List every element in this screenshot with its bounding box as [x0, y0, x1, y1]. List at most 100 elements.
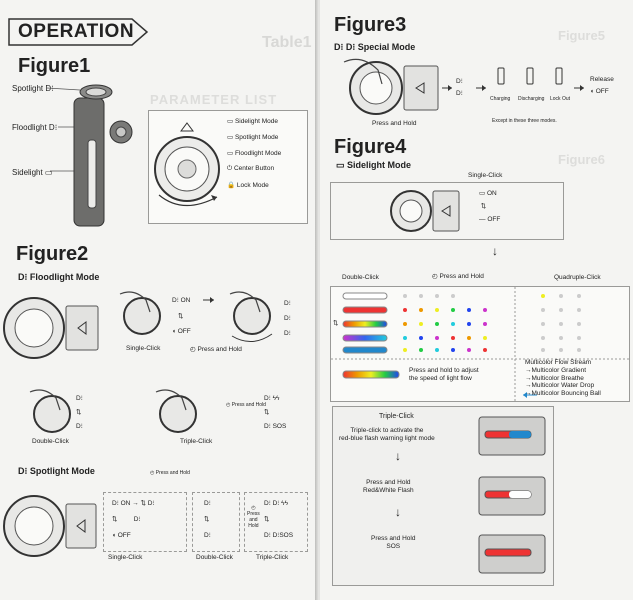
- spot-press-hold-top: ◴ Press and Hold: [150, 470, 190, 476]
- lock-icon: 🔒: [227, 182, 236, 189]
- label-floodlight-text: Floodlight: [12, 123, 47, 132]
- figure4-title: Figure4: [334, 136, 407, 158]
- spot-triple-icons: D⁝ D⁝ ϟϟ⇅D⁝ D⁝SOS: [264, 500, 294, 539]
- special-mode-heading: D⁝ D⁝ Special Mode: [334, 42, 415, 53]
- flood-on-text: ON: [180, 297, 191, 304]
- floodlight-icon: D⁝: [48, 123, 58, 132]
- flood-sos-text: SOS: [272, 423, 287, 430]
- sidelight-mode-heading: ▭ Sidelight Mode: [336, 160, 411, 171]
- legend-sidelight-text: Sidelight Mode: [234, 118, 278, 125]
- label-floodlight: Floodlight D⁝: [12, 123, 57, 132]
- sidelight-off-text: OFF: [487, 216, 501, 223]
- control-dial-illustration: [154, 122, 220, 207]
- special-note: Except in these three modes.: [492, 118, 557, 124]
- press-hold-sos-1: Press and Hold: [371, 535, 416, 542]
- sidelight-on-off: ▭ ON ⇅— OFF: [479, 190, 501, 223]
- spot-on-text: ON: [120, 500, 131, 507]
- sidelight-dial-illustration: [390, 190, 460, 232]
- triple-desc-line2: red-blue flash warning light mode: [339, 435, 435, 442]
- label-spotlight: Spotlight D⁝: [12, 84, 54, 93]
- sidelight-on-icon: ▭: [479, 190, 486, 197]
- timer-icon: ◴: [190, 346, 196, 353]
- flood-press-hold: ◴ Press and Hold: [190, 345, 242, 353]
- bleed-figure6: Figure6: [558, 152, 605, 167]
- sidelight-icon: ▭: [44, 168, 53, 177]
- triple-desc-line1: Triple-click to activate the: [350, 427, 424, 434]
- flashlight-side-illustration: [46, 84, 133, 227]
- legend-sidelight-mode: ▭ Sidelight Mode: [227, 117, 278, 125]
- spotlight-mode-heading: D⁝ Spotlight Mode: [18, 466, 95, 477]
- legend-spotlight-text: Spotlight Mode: [234, 134, 279, 141]
- color-dots: [403, 294, 581, 352]
- multicolor-0: Multicolor Flow Stream: [525, 359, 592, 366]
- floodlight-heading-icon: D⁝: [18, 272, 28, 282]
- floodlight-heading-text: Floodlight Mode: [29, 272, 100, 282]
- triple-click-heading: Triple-Click: [379, 413, 414, 420]
- spotlight-mode-icon: ▭: [227, 134, 234, 141]
- figure1-title: Figure1: [18, 55, 91, 77]
- timer-icon-2: ◴: [226, 402, 231, 408]
- flood-triple-click: Triple-Click: [180, 438, 213, 445]
- multicolor-1: →Multicolor Gradient: [525, 366, 587, 374]
- timer-icon-3: ◴: [150, 470, 155, 476]
- press-hold-flash-1: Press and Hold: [366, 479, 411, 486]
- triple-arrow-2: ↓: [395, 505, 401, 519]
- sidelight-press-hold: ◴ Press and Hold: [432, 272, 484, 280]
- spot-double-click: Double-Click: [196, 554, 233, 561]
- special-flood-icons: D⁝D⁝: [456, 78, 463, 97]
- special-status-charging: Charging: [490, 96, 511, 102]
- label-sidelight: Sidelight ▭: [12, 168, 52, 177]
- spot-press-text: Press: [247, 511, 260, 517]
- floodlight-mode-heading: D⁝ Floodlight Mode: [18, 272, 99, 283]
- legend-lock-mode: 🔒 Lock Mode: [227, 181, 269, 189]
- flood-triple-press-hold-text: Press and Hold: [231, 402, 266, 408]
- multicolor-list: Multicolor Flow Stream →Multicolor Gradi…: [525, 359, 601, 398]
- special-press-hold: Press and Hold: [372, 120, 417, 127]
- flood-single-click: Single-Click: [126, 345, 161, 352]
- sidelight-down-arrow: ↓: [492, 244, 498, 258]
- special-mode-dial-illustration: [343, 58, 584, 115]
- triple-click-box: Triple-Click Triple-click to activate th…: [332, 406, 554, 586]
- legend-spotlight-mode: ▭ Spotlight Mode: [227, 133, 278, 141]
- figure1-legend-box: ▭ Sidelight Mode ▭ Spotlight Mode ▭ Floo…: [148, 110, 308, 224]
- sidelight-heading-icon: ▭: [336, 160, 345, 170]
- spot-and-text: and: [249, 517, 258, 523]
- right-page: Figure5 Figure6 Figure3 D⁝ D⁝ Special Mo…: [320, 0, 633, 600]
- spotlight-heading-icon: D⁝: [18, 466, 28, 476]
- sidelight-double-click: Double-Click: [342, 274, 379, 281]
- spot-triple-click: Triple-Click: [256, 554, 289, 561]
- flashlight-strip-illustrations: [478, 416, 546, 574]
- multicolor-4: →Multicolor Bouncing Ball: [525, 390, 601, 398]
- press-hold-sos-2: SOS: [386, 543, 401, 550]
- flood-off: ◖ OFF: [172, 328, 191, 335]
- spot-dial-illustration: [3, 495, 97, 557]
- figure3-title: Figure3: [334, 14, 407, 36]
- bleed-params: PARAMETER LIST: [150, 92, 278, 107]
- flood-triple-icons: D⁝ ϟϟ⇅D⁝ SOS: [264, 395, 287, 430]
- spot-triple-box: [244, 492, 308, 552]
- label-sidelight-text: Sidelight: [12, 168, 43, 177]
- sidelight-press-hold-text: Press and Hold: [439, 273, 484, 280]
- spot-off-text: OFF: [117, 532, 131, 539]
- flood-on: D⁝ ON: [172, 297, 191, 304]
- special-release: Release: [590, 76, 614, 83]
- legend-floodlight-text: Floodlight Mode: [234, 150, 282, 157]
- special-mode-icon: D⁝ D⁝: [334, 42, 356, 52]
- triple-arrow-1: ↓: [395, 449, 401, 463]
- special-status-lockout: Lock Out: [550, 96, 571, 102]
- flood-cycle-icons: D⁝D⁝D⁝: [284, 300, 291, 337]
- spotlight-heading-text: Spotlight Mode: [29, 466, 95, 476]
- color-mode-strips: [331, 287, 629, 401]
- multicolor-2: →Multicolor Breathe: [525, 374, 584, 382]
- spot-sos-text: SOS: [279, 532, 294, 539]
- multicolor-3: →Multicolor Water Drop: [525, 382, 595, 390]
- legend-floodlight-mode: ▭ Floodlight Mode: [227, 149, 281, 157]
- legend-center-text: Center Button: [233, 165, 275, 172]
- spot-hold-text: Hold: [248, 523, 259, 529]
- sidelight-single-click: Single-Click: [468, 172, 503, 179]
